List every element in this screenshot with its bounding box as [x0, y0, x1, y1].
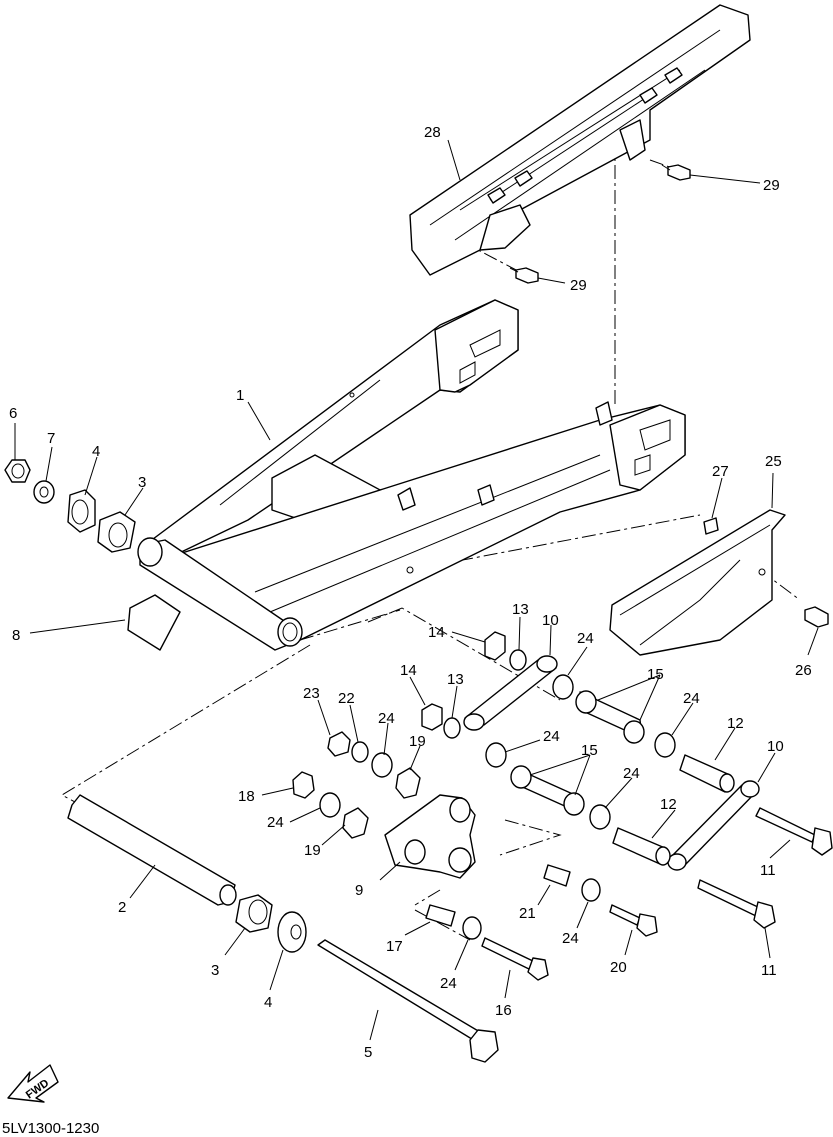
- oil-seal-upper: [67, 489, 96, 533]
- callout-14-lower: 14: [400, 662, 417, 679]
- collar-21: [543, 864, 571, 887]
- spacer-24-a: [552, 674, 574, 700]
- callout-24-h: 24: [440, 975, 457, 992]
- spacer-24-f: [319, 792, 341, 818]
- connecting-rod-upper: [463, 655, 558, 731]
- callout-labels: 1 2 3 3 4 4 5 6 7 8 9 10 10 11 11 12 12 …: [9, 124, 812, 1061]
- callout-4-upper: 4: [92, 443, 100, 460]
- callout-24-e: 24: [623, 765, 640, 782]
- callout-24-g: 24: [562, 930, 579, 947]
- bolt-20: [609, 904, 658, 937]
- collar-12-upper: [679, 754, 735, 793]
- bolt-11-lower: [697, 879, 776, 929]
- callout-11-upper: 11: [760, 862, 776, 879]
- callout-27: 27: [712, 463, 729, 480]
- callout-16: 16: [495, 1002, 512, 1019]
- callout-4-lower: 4: [264, 994, 272, 1011]
- pivot-collar: [67, 794, 237, 906]
- collar-17: [425, 904, 456, 927]
- swingarm: [137, 299, 686, 651]
- callout-12-lower: 12: [660, 796, 677, 813]
- callout-14-upper: 14: [428, 624, 445, 641]
- callout-10-upper: 10: [542, 612, 559, 629]
- forward-arrow: FWD: [7, 1064, 59, 1103]
- spacer-24-b: [654, 732, 676, 758]
- spacer-24-d: [485, 742, 507, 768]
- callout-19-lower: 19: [304, 842, 321, 859]
- callout-15-lower: 15: [581, 742, 598, 759]
- bearing-lower: [235, 894, 273, 933]
- callout-15-upper: 15: [647, 666, 664, 683]
- guide-bolt: [804, 606, 829, 628]
- bolt-11-upper: [755, 807, 833, 856]
- pivot-shaft: [317, 939, 499, 1063]
- callout-21: 21: [519, 905, 536, 922]
- spacer-24-c: [371, 752, 393, 778]
- callout-22: 22: [338, 690, 355, 707]
- cap-23: [327, 731, 351, 757]
- bushing-8: [127, 594, 181, 651]
- callout-7: 7: [47, 430, 55, 447]
- callout-24-f: 24: [267, 814, 284, 831]
- washer-13-lower: [443, 717, 461, 739]
- bearing-15-upper: [575, 690, 645, 744]
- spacer-24-g: [581, 878, 601, 902]
- callout-24-a: 24: [577, 630, 594, 647]
- callout-6: 6: [9, 405, 17, 422]
- nut-14-upper: [484, 631, 506, 661]
- callout-2: 2: [118, 899, 126, 916]
- chain-case-bolt-upper: [661, 164, 691, 181]
- callout-28: 28: [424, 124, 441, 141]
- callout-8: 8: [12, 627, 20, 644]
- assembly-lines: [60, 140, 801, 941]
- callout-29-lower: 29: [570, 277, 587, 294]
- relay-arm: [384, 794, 476, 879]
- callout-25: 25: [765, 453, 782, 470]
- callout-17: 17: [386, 938, 403, 955]
- callout-19-upper: 19: [409, 733, 426, 750]
- callout-13-lower: 13: [447, 671, 464, 688]
- chain-guide: [609, 509, 786, 656]
- chain-case: [409, 4, 751, 276]
- callout-1: 1: [236, 387, 244, 404]
- callout-12-upper: 12: [727, 715, 744, 732]
- washer-13-upper: [509, 649, 527, 671]
- callout-3-lower: 3: [211, 962, 219, 979]
- spacer-24-h: [462, 916, 482, 940]
- callout-10-lower: 10: [767, 738, 784, 755]
- callout-20: 20: [610, 959, 627, 976]
- callout-29-upper: 29: [763, 177, 780, 194]
- callout-26: 26: [795, 662, 812, 679]
- collar-27: [703, 517, 719, 535]
- nut-18: [292, 771, 315, 799]
- bearing-19-upper: [395, 767, 421, 799]
- chain-case-bolt-lower: [509, 267, 539, 284]
- callout-11-lower: 11: [761, 962, 777, 979]
- callout-24-d: 24: [543, 728, 560, 745]
- spacer-24-e: [589, 804, 611, 830]
- leader-lines: [14, 139, 819, 1041]
- pivot-nut: [4, 459, 31, 483]
- washer-22: [351, 741, 369, 763]
- callout-3-upper: 3: [138, 474, 146, 491]
- bearing-upper: [97, 511, 136, 553]
- callout-24-b: 24: [683, 690, 700, 707]
- callout-23: 23: [303, 685, 320, 702]
- bearing-19-lower: [342, 807, 369, 839]
- diagram-code: 5LV1300-1230: [2, 1120, 100, 1137]
- washer-7: [33, 480, 55, 504]
- callout-18: 18: [238, 788, 255, 805]
- oil-seal-lower: [277, 911, 307, 953]
- callout-24-c: 24: [378, 710, 395, 727]
- connecting-rod-lower: [667, 780, 760, 871]
- bearing-15-lower: [510, 765, 585, 816]
- callout-5: 5: [364, 1044, 372, 1061]
- callout-13-upper: 13: [512, 601, 529, 618]
- collar-12-lower: [612, 827, 671, 866]
- callout-9: 9: [355, 882, 363, 899]
- bolt-16: [481, 937, 549, 981]
- nut-14-lower: [421, 703, 443, 731]
